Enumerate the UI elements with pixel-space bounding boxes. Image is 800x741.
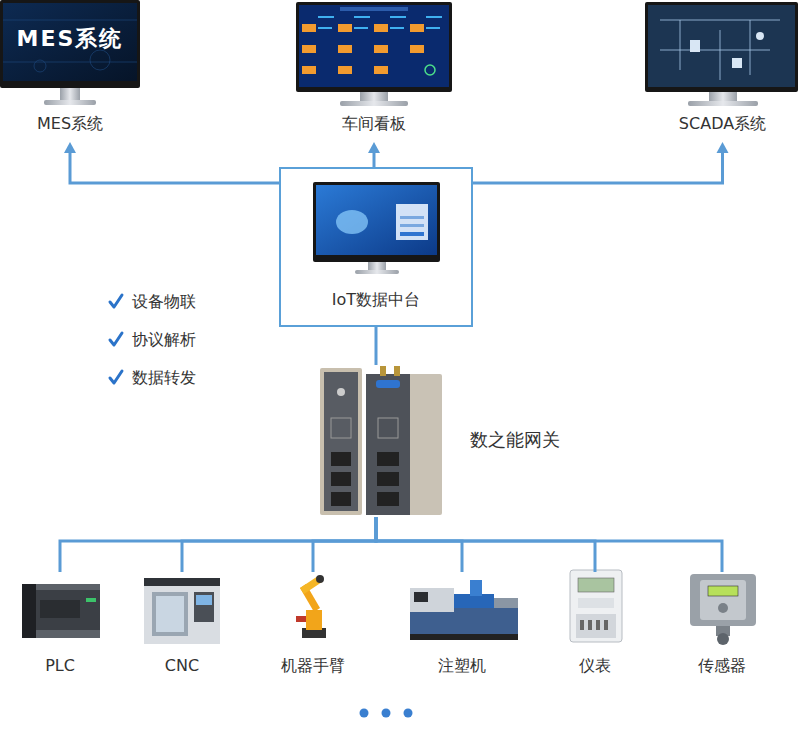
screen-title: MES系统 (17, 26, 124, 52)
connector-path (60, 517, 376, 572)
scada-monitor: SCADA系统 (645, 0, 800, 138)
device: CNC (127, 572, 237, 680)
connector-path (473, 150, 723, 183)
injection-machine-icon (410, 580, 518, 640)
feature-item: 数据转发 (132, 368, 196, 388)
connector-line (376, 327, 377, 365)
monitor-icon (645, 2, 798, 106)
gateway-icon (320, 366, 442, 515)
connector-line (313, 517, 376, 572)
connector-path (376, 517, 722, 572)
node-label: 注塑机 (438, 656, 486, 675)
connector-path (376, 517, 462, 572)
connector-path (313, 517, 376, 572)
check-mark (110, 295, 122, 383)
connector-line (182, 517, 376, 572)
connector-path (182, 517, 376, 572)
feature-item: 设备物联 (132, 292, 196, 312)
device: 机器手臂 (258, 572, 368, 680)
monitor-icon (296, 2, 452, 106)
cnc-icon (144, 578, 220, 644)
connector-path (70, 150, 279, 183)
connector-line (376, 517, 595, 572)
connector-path (376, 517, 595, 572)
more-dots (360, 709, 413, 718)
node-label: 机器手臂 (281, 656, 345, 675)
iot-platform-box: IoT数据中台 (279, 167, 473, 327)
mes-monitor: MES系统 MES系统 (0, 0, 140, 138)
connector-arrow (64, 142, 279, 183)
monitor-icon (313, 182, 440, 274)
connector-arrow (473, 142, 729, 183)
meter-icon (570, 570, 622, 642)
gateway: 数之能网关 (316, 365, 586, 517)
node-label: CNC (165, 656, 199, 675)
connector-line (376, 517, 722, 572)
monitor-icon (0, 0, 140, 105)
node-label: IoT数据中台 (332, 290, 420, 309)
node-label: 车间看板 (342, 114, 406, 133)
device: PLC (5, 572, 115, 680)
device: 注塑机 (407, 572, 517, 680)
sensor-icon (690, 574, 756, 645)
feature-item: 协议解析 (132, 330, 196, 350)
node-label: MES系统 (37, 114, 103, 133)
device: 传感器 (667, 572, 777, 680)
connector-arrow (368, 142, 380, 167)
connector-line (60, 517, 376, 572)
connector-path (375, 327, 378, 365)
kanban-monitor: 车间看板 (296, 0, 452, 138)
node-label: PLC (45, 656, 75, 675)
node-label: 数之能网关 (470, 429, 560, 451)
robot-arm-icon (296, 575, 326, 638)
arrow-head (717, 142, 729, 153)
connector-line (376, 517, 462, 572)
device: 仪表 (540, 572, 650, 680)
arrow-head (64, 142, 76, 153)
node-label: 传感器 (698, 656, 746, 675)
node-label: 仪表 (579, 656, 611, 675)
plc-icon (22, 584, 100, 638)
arrow-head (368, 142, 380, 153)
node-label: SCADA系统 (679, 114, 766, 133)
